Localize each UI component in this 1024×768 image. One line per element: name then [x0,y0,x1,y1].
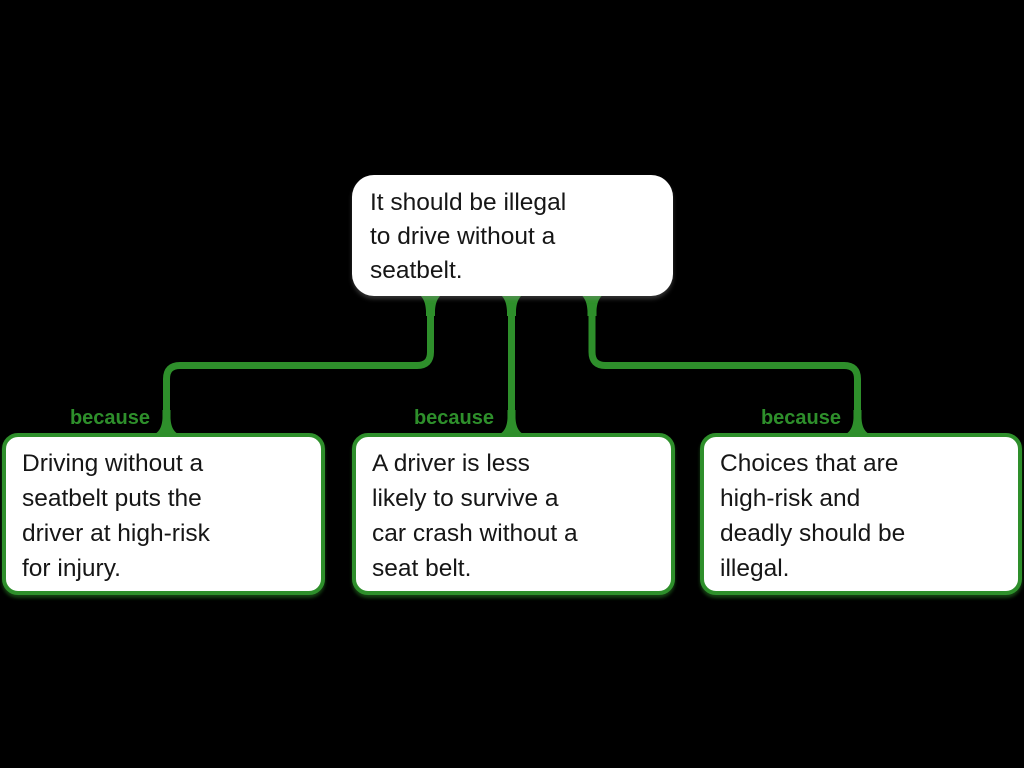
claim-stub-left-icon [410,291,451,316]
reason-box-3[interactable]: Choices that are high-risk and deadly sh… [700,433,1022,595]
reason-box-1[interactable]: Driving without a seatbelt puts the driv… [2,433,325,595]
because-label-1: because [69,407,150,429]
connector-left-line [163,312,434,420]
reason-join-middle-icon [494,410,529,436]
because-label-3: because [760,407,841,429]
reason-join-left-icon [149,410,184,436]
claim-stub-right-icon [572,291,612,316]
claim-stub-middle-icon [491,291,532,316]
because-label-2: because [413,407,494,429]
connector-right-line [588,312,861,420]
reason-join-right-icon [840,410,875,436]
reason-box-2[interactable]: A driver is less likely to survive a car… [352,433,675,595]
claim-box[interactable]: It should be illegal to drive without a … [352,175,673,296]
